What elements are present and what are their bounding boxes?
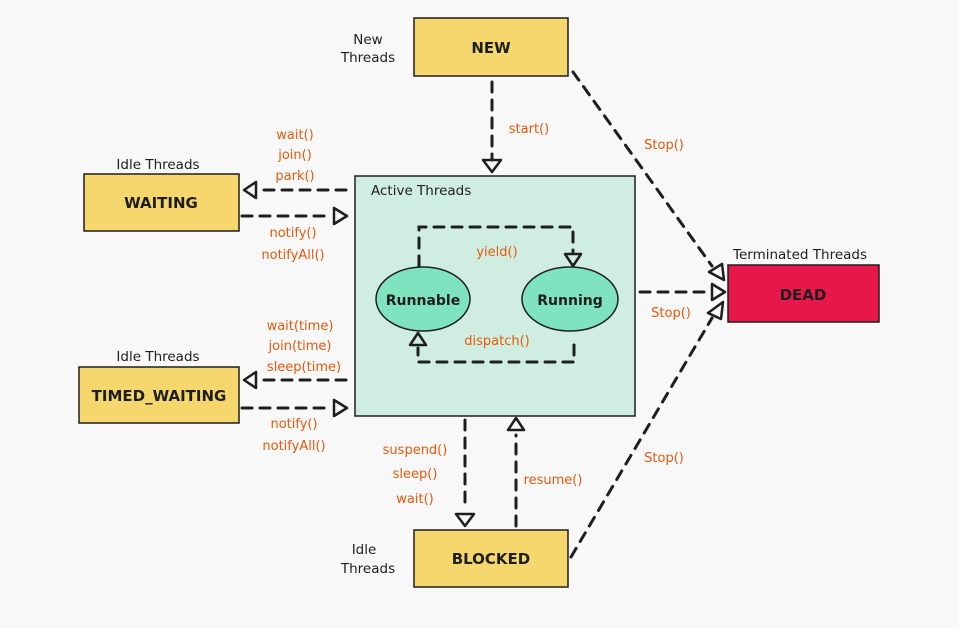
notify-all-timed-label: notifyAll() [262,439,325,454]
blocked-state-box [413,529,569,588]
new-state-box [413,17,569,77]
wait-label: wait() [276,128,313,143]
timed-waiting-caption: Idle Threads [116,349,199,365]
dead-state-box [727,264,880,323]
active-to-waiting-arrowhead [242,180,258,200]
active-to-blocked-arrowhead [454,512,476,528]
timed-waiting-state-label: TIMED_WAITING [92,387,227,405]
park-label: park() [275,169,314,184]
blocked-to-dead-arrowhead [706,300,725,321]
dead-state-label: DEAD [780,286,827,304]
running-label: Running [537,293,602,309]
blocked-state-label: BLOCKED [452,550,531,568]
active-to-dead-arrowhead [710,282,727,302]
resume-label: resume() [524,473,583,488]
running-node [521,266,619,332]
running-to-runnable-arrowhead [408,331,428,347]
new-to-dead-arrow [571,70,714,268]
notify-label: notify() [269,226,316,241]
sleep-label: sleep() [393,467,438,482]
timed-waiting-state-box [78,366,240,424]
stop-active-label: Stop() [651,306,691,321]
timed-waiting-to-active-arrowhead [332,398,349,418]
blocked-to-dead-arrow [569,316,714,559]
blocked-caption-line1: Idle [352,542,377,558]
waiting-caption: Idle Threads [116,157,199,173]
stop-blocked-label: Stop() [644,451,684,466]
new-caption-line1: New [353,32,382,48]
blocked-caption-line2: Threads [340,561,395,577]
running-to-runnable-arrow [416,343,576,364]
runnable-to-running-arrow [417,225,575,268]
dispatch-label: dispatch() [464,334,529,349]
notify-timed-label: notify() [270,417,317,432]
stop-new-label: Stop() [644,138,684,153]
waiting-state-label: WAITING [124,194,198,212]
suspend-label: suspend() [383,443,448,458]
active-threads-caption: Active Threads [371,183,471,199]
dead-caption: Terminated Threads [732,247,867,263]
wait-blocked-label: wait() [396,492,433,507]
runnable-node [375,266,471,332]
new-caption-line2: Threads [340,50,395,66]
join-time-label: join(time) [268,339,332,354]
notify-all-label: notifyAll() [261,248,324,263]
wait-time-label: wait(time) [267,319,334,334]
waiting-to-active-arrowhead [332,206,349,226]
new-to-active-arrowhead [481,158,503,174]
sleep-time-label: sleep(time) [267,360,341,375]
runnable-label: Runnable [386,293,460,309]
join-label: join() [277,148,312,163]
new-to-dead-arrowhead [707,262,726,282]
active-to-timed-waiting-arrowhead [242,370,258,390]
yield-label: yield() [476,245,517,260]
start-label: start() [509,122,549,137]
blocked-to-active-arrowhead [506,416,526,432]
runnable-to-running-arrowhead [563,252,583,268]
waiting-state-box [83,173,240,232]
new-state-label: NEW [471,39,511,57]
